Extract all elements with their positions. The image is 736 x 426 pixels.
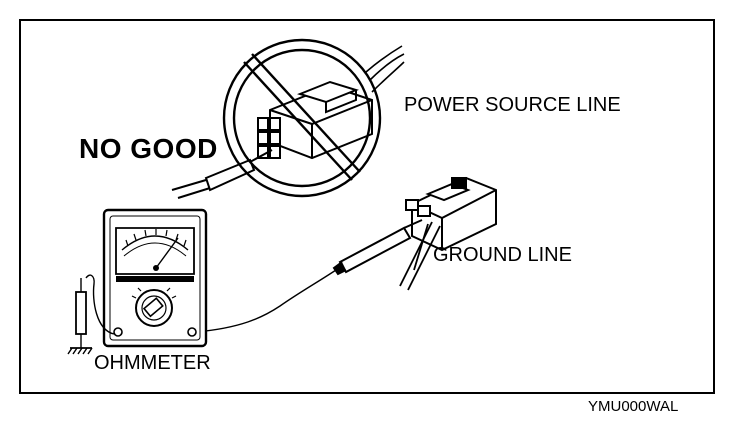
ground-line-connector xyxy=(405,176,497,252)
no-good-label: NO GOOD xyxy=(79,133,218,164)
ground-probe xyxy=(332,219,423,276)
ohmmeter xyxy=(102,208,208,348)
ohmmeter-label: OHMMETER xyxy=(94,352,211,374)
power-source-connector xyxy=(257,80,373,160)
power-source-line-label: POWER SOURCE LINE xyxy=(404,94,621,116)
ground-line-label: GROUND LINE xyxy=(433,244,572,266)
no-good-prohibition-sign xyxy=(222,38,382,198)
ohmmeter-lead-ground xyxy=(195,269,337,333)
diagram-frame xyxy=(19,19,715,394)
ground-wires xyxy=(399,221,441,291)
figure-code: YMU000WAL xyxy=(588,398,679,415)
ohmmeter-lead-left xyxy=(67,274,115,355)
